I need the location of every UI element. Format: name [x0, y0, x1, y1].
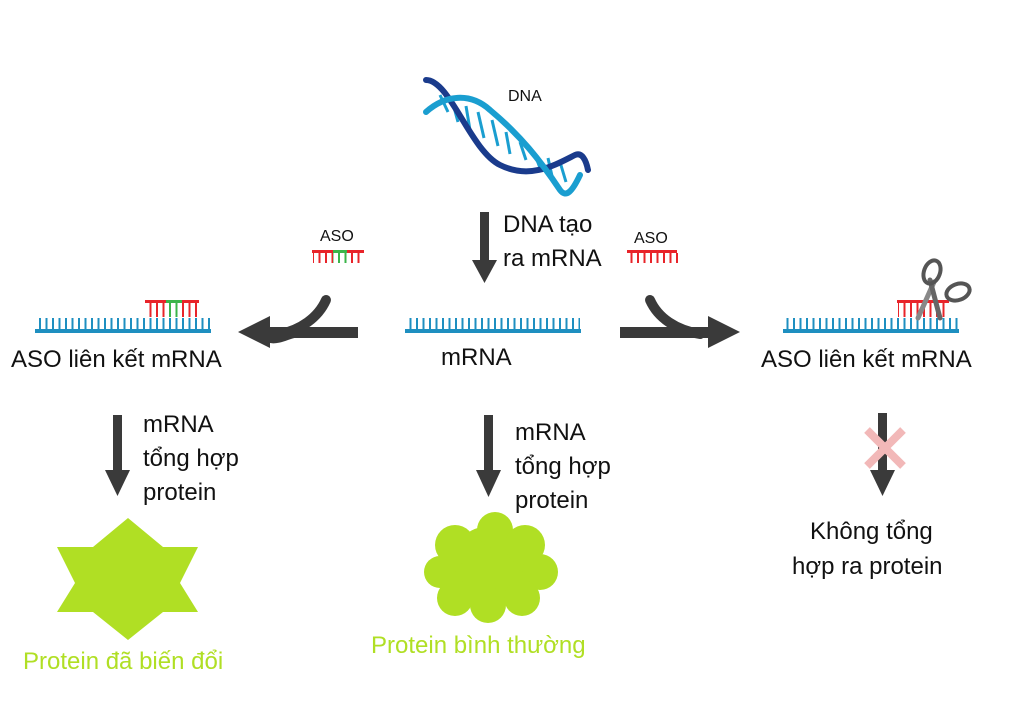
star-protein-icon: [57, 518, 198, 640]
right-result-line1: Không tổng: [810, 518, 933, 545]
left-aso-label: ASO: [320, 228, 354, 245]
left-bound-label: ASO liên kết mRNA: [11, 346, 222, 373]
left-synthesis-line2: tổng hợp: [143, 445, 239, 472]
cross-icon: [864, 427, 906, 469]
left-bound-mrna: [35, 300, 211, 333]
center-synthesis-line2: tổng hợp: [515, 453, 611, 480]
center-synthesis-line1: mRNA: [515, 419, 586, 446]
center-mrna-strand: [405, 318, 581, 333]
left-synthesis-line3: protein: [143, 479, 217, 506]
right-aso-label: ASO: [634, 230, 668, 247]
modified-protein-label: Protein đã biến đổi: [23, 648, 224, 675]
left-branch-arrow: [238, 295, 358, 348]
left-synthesis-line1: mRNA: [143, 411, 214, 438]
right-bound-mrna: [783, 300, 959, 333]
center-synthesis-line3: protein: [515, 487, 589, 514]
scissors-icon: [915, 258, 972, 321]
dna-helix-icon: [423, 77, 591, 197]
right-bound-label: ASO liên kết mRNA: [761, 346, 972, 373]
transcription-arrow: [472, 212, 497, 283]
right-aso-strand: [627, 250, 678, 263]
left-aso-strand: [312, 250, 364, 263]
transcription-label-line1: DNA tạo: [503, 211, 593, 238]
center-synthesis-arrow: [476, 415, 501, 497]
dna-label: DNA: [508, 88, 542, 105]
cloud-protein-icon: [424, 512, 558, 623]
left-synthesis-arrow: [105, 415, 130, 496]
right-branch-arrow: [620, 295, 740, 348]
center-mrna-label: mRNA: [441, 344, 512, 371]
normal-protein-label: Protein bình thường: [371, 632, 586, 659]
transcription-label-line2: ra mRNA: [503, 245, 602, 272]
right-result-line2: hợp ra protein: [792, 553, 943, 580]
